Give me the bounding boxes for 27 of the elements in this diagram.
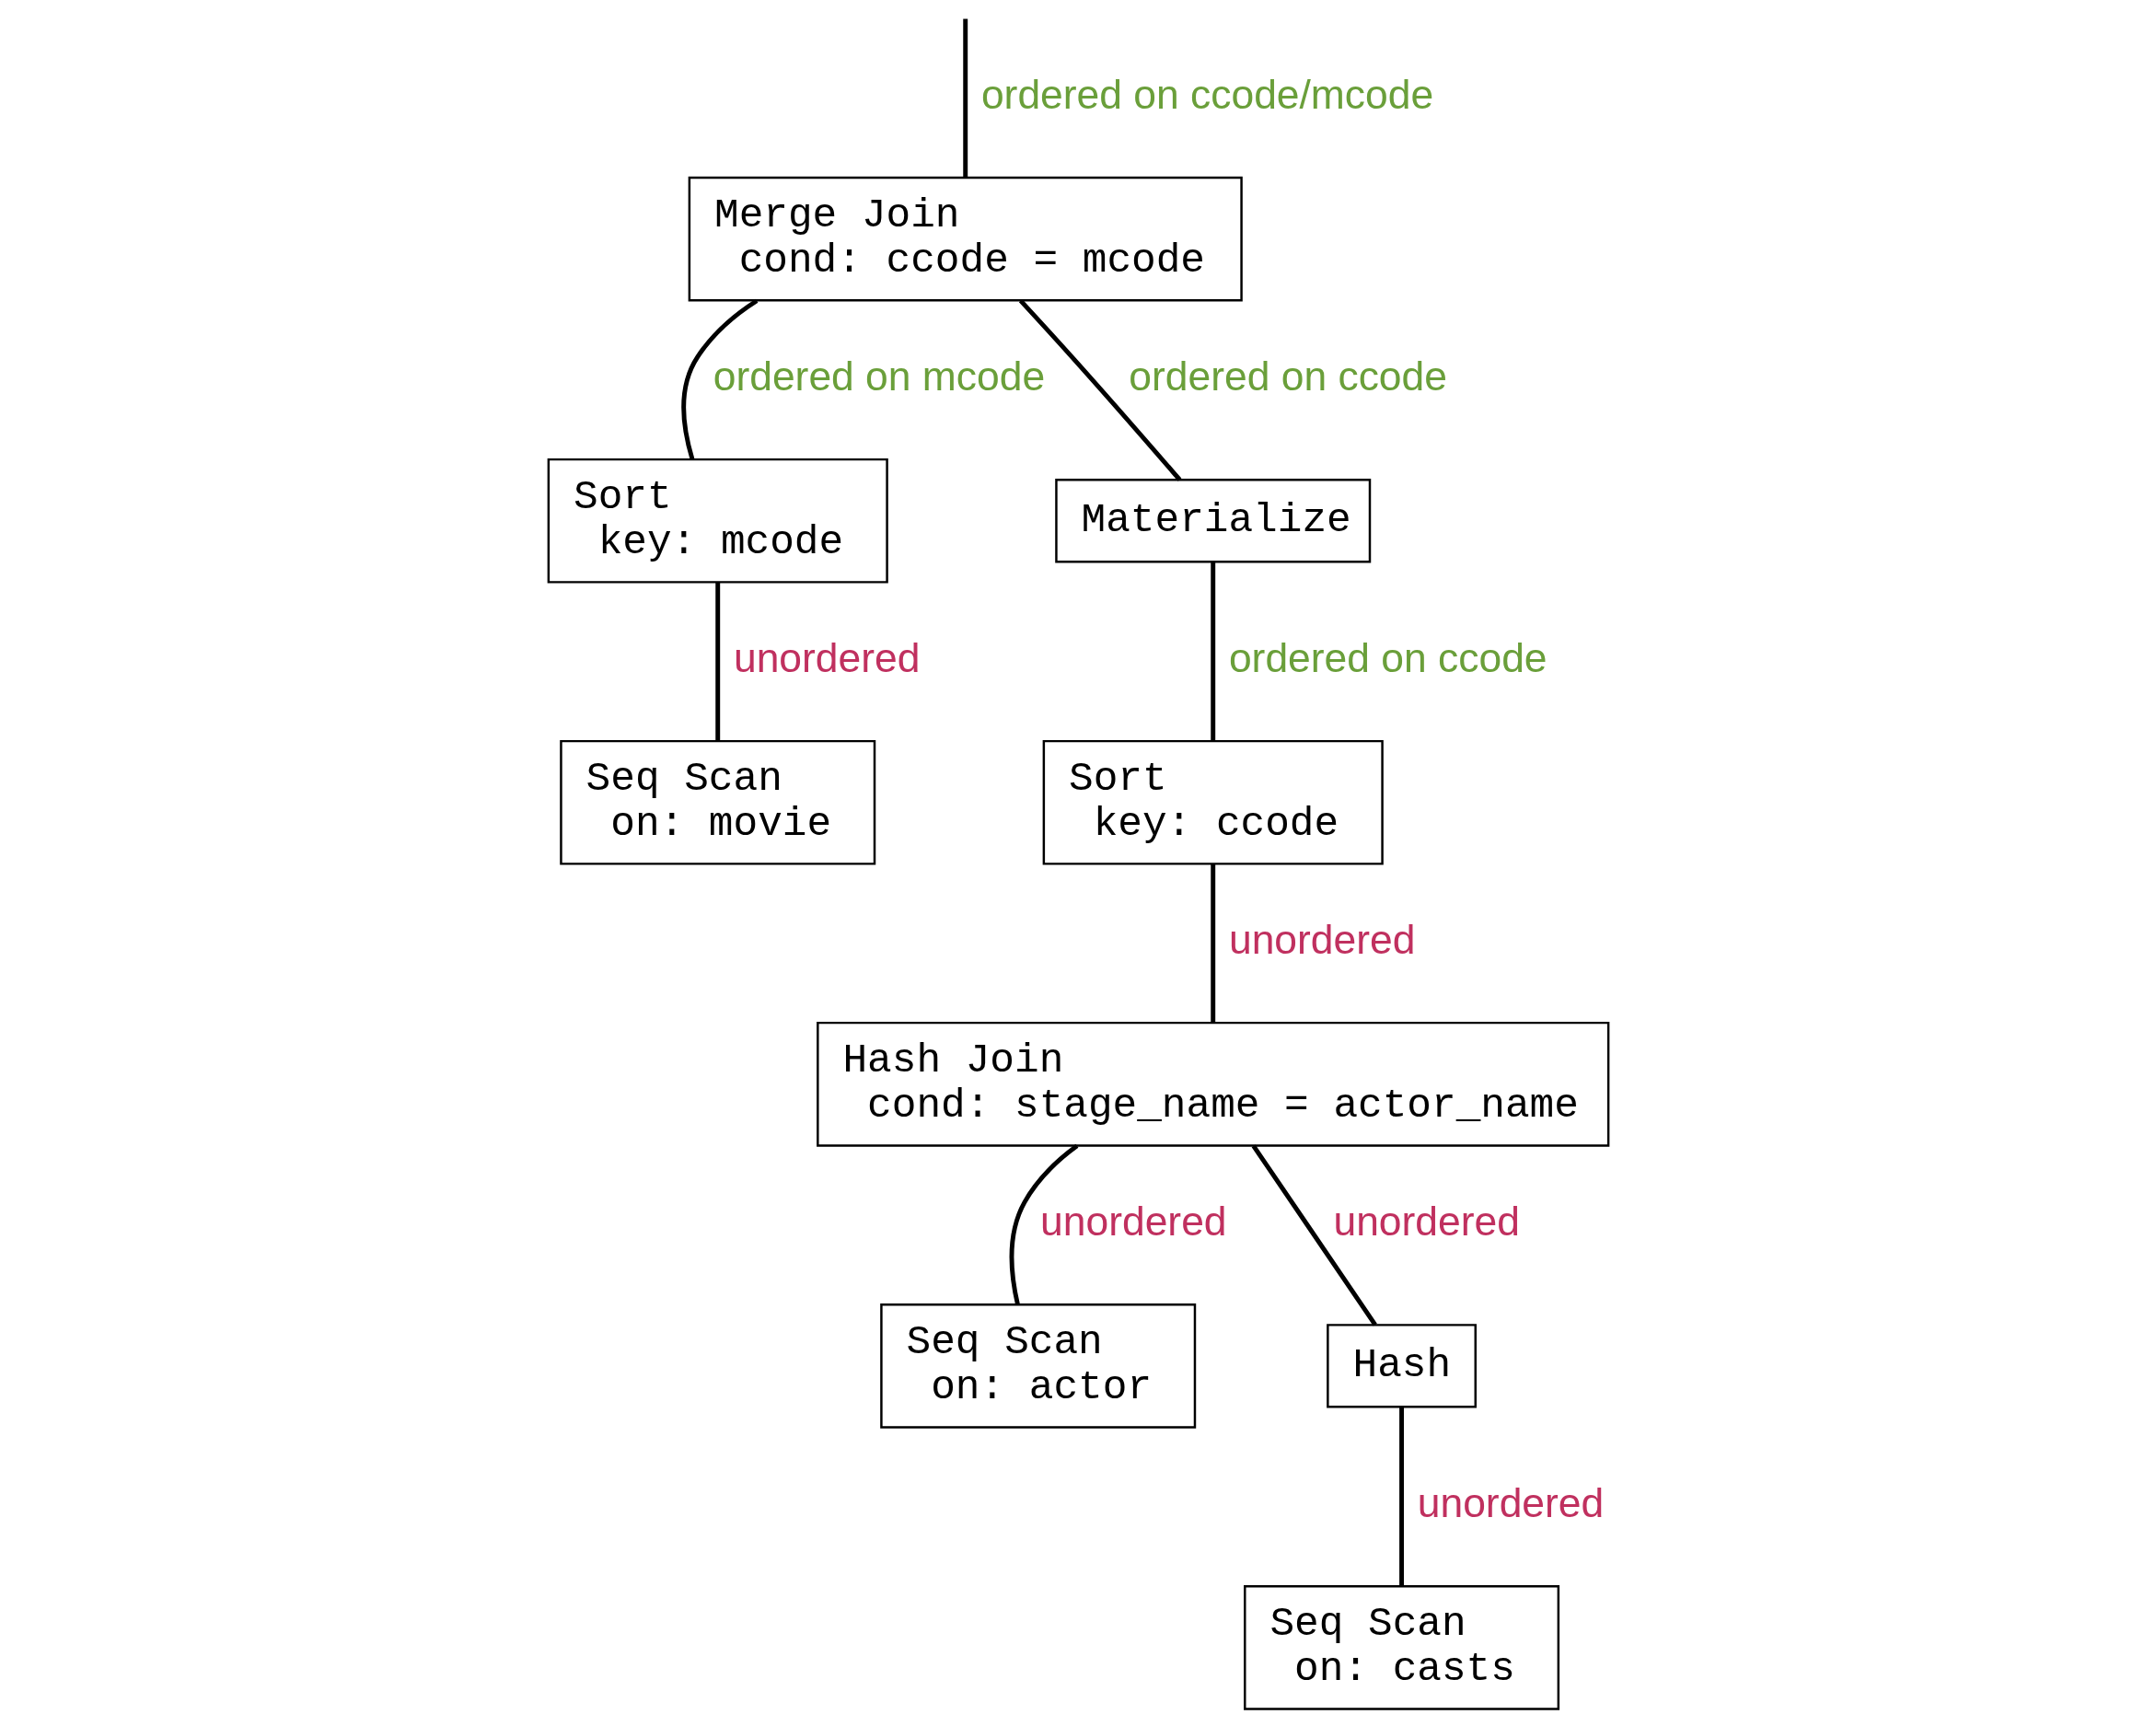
connector xyxy=(680,298,758,460)
edge-label: ordered on ccode xyxy=(1128,353,1447,399)
edge-label: unordered xyxy=(733,634,920,680)
node-box: Hash xyxy=(1326,1324,1477,1408)
edge-label: unordered xyxy=(1039,1198,1227,1244)
edge-label: ordered on ccode xyxy=(1228,634,1547,680)
connector xyxy=(1009,1143,1078,1305)
edge-label: unordered xyxy=(1228,916,1415,962)
connector xyxy=(1210,863,1215,1023)
node-box: Seq Scan on: actor xyxy=(879,1303,1196,1429)
node-box: Sort key: mcode xyxy=(547,458,888,584)
connector xyxy=(714,582,720,741)
connector xyxy=(1398,1407,1404,1586)
node-box: Seq Scan on: movie xyxy=(559,739,875,865)
node-box: Merge Join cond: ccode = mcode xyxy=(688,176,1243,302)
connector xyxy=(962,18,968,178)
node-box: Materialize xyxy=(1054,479,1371,563)
connector xyxy=(1210,562,1215,741)
node-box: Seq Scan on: casts xyxy=(1243,1584,1559,1710)
edge-label: ordered on ccode/mcode xyxy=(980,71,1433,117)
connector xyxy=(1251,1144,1377,1326)
node-box: Hash Join cond: stage_name = actor_name xyxy=(816,1021,1609,1147)
node-box: Sort key: ccode xyxy=(1042,739,1384,865)
edge-label: ordered on mcode xyxy=(713,353,1045,399)
edge-label: unordered xyxy=(1332,1198,1520,1244)
connector xyxy=(1018,298,1181,481)
edge-label: unordered xyxy=(1417,1479,1604,1525)
